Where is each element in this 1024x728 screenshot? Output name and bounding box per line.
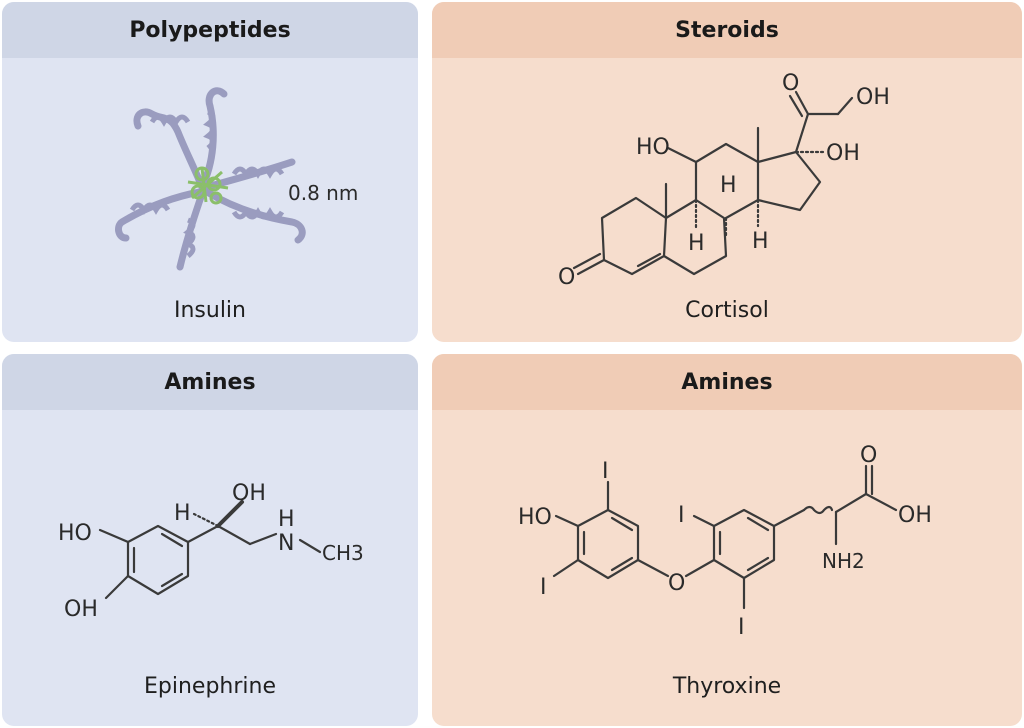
polypeptides-header: Polypeptides	[2, 2, 418, 58]
cortisol-caption: Cortisol	[685, 298, 769, 323]
epinephrine-oh-side: OH	[232, 481, 266, 506]
cortisol-side-oh: OH	[856, 85, 890, 110]
thyroxine-acid-oh: OH	[898, 503, 932, 528]
thyroxine-caption: Thyroxine	[672, 674, 782, 699]
cortisol-side-o: O	[782, 71, 799, 96]
cortisol-ketone-o: O	[558, 265, 575, 290]
cortisol-c17-oh: OH	[826, 141, 860, 166]
scale-label: 0.8 nm	[288, 181, 358, 205]
amines-left-panel: Amines HO OH H OH H N CH3 Epinephrine	[2, 354, 418, 726]
thyroxine-bonds	[552, 464, 898, 610]
epinephrine-caption: Epinephrine	[144, 674, 276, 699]
thyroxine-nh2: NH2	[822, 549, 865, 573]
amines-left-header: Amines	[2, 354, 418, 410]
cortisol-h9: H	[688, 231, 705, 256]
cortisol-h14: H	[752, 229, 769, 254]
polypeptides-panel: Polypeptides 0.8 nm Insulin	[2, 2, 418, 342]
helix-strand	[203, 188, 306, 244]
epinephrine-structure: HO OH H OH H N CH3	[58, 481, 364, 622]
thyroxine-i-bottom-right: I	[738, 615, 745, 640]
epinephrine-h-wedge: H	[174, 501, 191, 526]
epinephrine-ch3: CH3	[322, 541, 364, 565]
cortisol-bonds	[572, 90, 854, 276]
epinephrine-oh-bottom: OH	[64, 597, 98, 622]
insulin-caption: Insulin	[173, 298, 246, 323]
insulin-core	[187, 166, 229, 205]
helix-strand	[115, 188, 204, 242]
cortisol-c11-ho: HO	[636, 135, 670, 160]
cortisol-structure: O O OH OH HO H H H	[558, 71, 890, 290]
helix-strand	[198, 87, 228, 191]
epinephrine-bonds	[98, 500, 322, 600]
thyroxine-i-top-right: I	[678, 503, 685, 528]
thyroxine-i-top-left: I	[602, 459, 609, 484]
thyroxine-acid-o: O	[860, 443, 877, 468]
epinephrine-ho-top: HO	[58, 521, 92, 546]
thyroxine-structure: I HO I O I I O OH NH2	[518, 443, 932, 640]
thyroxine-i-bottom-left: I	[540, 575, 547, 600]
cortisol-h8: H	[720, 173, 737, 198]
epinephrine-n: N	[278, 531, 294, 556]
steroids-panel: Steroids	[432, 2, 1022, 342]
helix-strand	[133, 108, 206, 191]
insulin-illustration: 0.8 nm	[115, 87, 358, 271]
thyroxine-ho: HO	[518, 505, 552, 530]
epinephrine-nh-h: H	[278, 507, 295, 532]
steroids-header: Steroids	[432, 2, 1022, 58]
amines-right-header: Amines	[432, 354, 1022, 410]
amines-right-panel: Amines	[432, 354, 1022, 726]
helix-coils	[129, 109, 285, 258]
thyroxine-o-bridge: O	[668, 571, 685, 596]
